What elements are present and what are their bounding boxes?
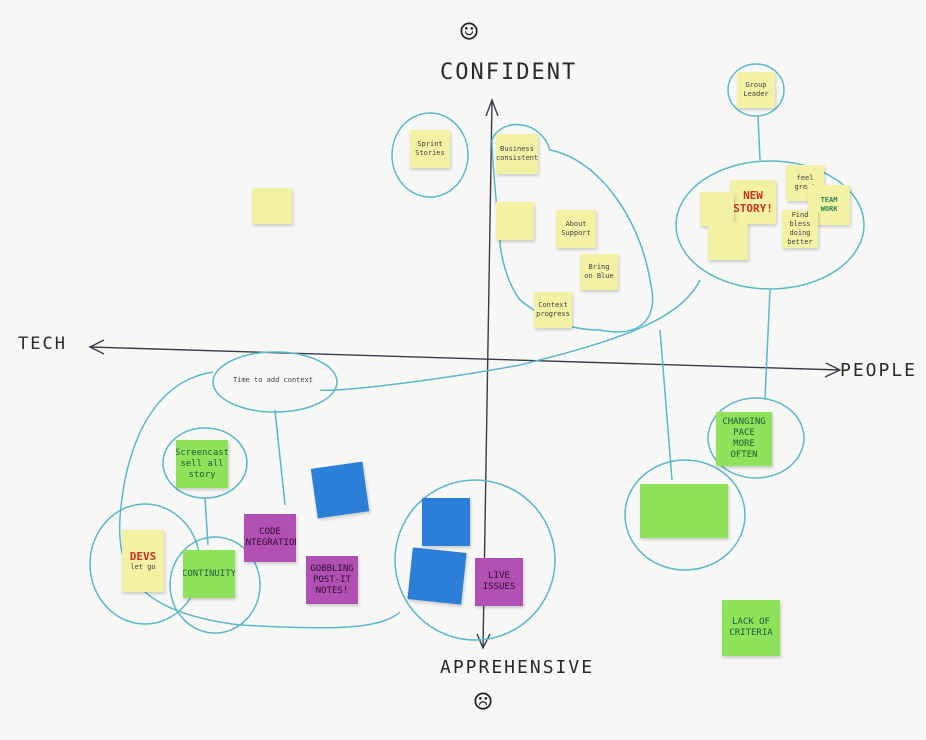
note-text: feel great xyxy=(794,174,816,191)
note-text: Time to add context xyxy=(232,375,314,384)
note-context-progress[interactable]: Context progress xyxy=(534,292,572,328)
axis-label-right: PEOPLE xyxy=(840,360,918,381)
note-text: CHANGING PACE MORE OFTEN xyxy=(722,417,766,460)
link-context-code xyxy=(274,409,286,506)
link-leader-people xyxy=(757,115,761,161)
happy-face-icon: ☺ xyxy=(460,15,479,50)
note-text: Bring on Blue xyxy=(584,263,614,280)
note-people-bottom[interactable] xyxy=(708,222,748,260)
note-text: CONTINUITY xyxy=(183,568,235,579)
note-subtitle: let go xyxy=(130,563,156,571)
grouping-lines xyxy=(89,63,865,641)
note-team-work[interactable]: TEAM WORK xyxy=(808,185,850,225)
note-text: GOBBLING POST-IT NOTES! xyxy=(310,563,354,596)
cluster-changing-pace xyxy=(707,397,805,479)
cluster-issues xyxy=(394,479,556,641)
link-people-pace xyxy=(764,289,771,399)
note-continuity[interactable]: CONTINUITY xyxy=(183,550,235,598)
note-text: Group Leader xyxy=(743,81,769,98)
link-people-context xyxy=(319,279,701,391)
vertical-axis xyxy=(482,99,493,649)
axes xyxy=(88,98,842,650)
horizontal-axis xyxy=(89,346,841,371)
note-text: CODE INTEGRATION xyxy=(244,527,296,548)
note-blue-2[interactable] xyxy=(422,498,470,546)
note-group-leader[interactable]: Group Leader xyxy=(737,72,775,108)
note-changing-pace[interactable]: CHANGING PACE MORE OFTEN xyxy=(716,412,772,466)
cluster-people xyxy=(675,160,865,290)
axis-label-top: CONFIDENT xyxy=(440,60,578,85)
note-blue-3[interactable] xyxy=(407,547,467,605)
note-text: Screencast sell all story xyxy=(176,447,228,480)
note-gobbling-postit[interactable]: GOBBLING POST-IT NOTES! xyxy=(306,556,358,604)
axis-label-bottom: APPREHENSIVE xyxy=(440,657,595,678)
note-text: LACK OF CRITERIA xyxy=(729,617,773,638)
up-arrowhead xyxy=(485,98,499,117)
note-live-issues[interactable]: LIVE ISSUES xyxy=(475,558,523,606)
cluster-big-green xyxy=(624,459,746,571)
note-text: TEAM WORK xyxy=(820,196,838,213)
note-new-story[interactable]: NEW STORY! xyxy=(730,180,776,224)
note-big-green[interactable] xyxy=(640,484,728,538)
note-business-consistent[interactable]: Business consistent xyxy=(496,134,538,174)
note-text: LIVE ISSUES xyxy=(482,571,516,592)
note-text: NEW STORY! xyxy=(733,189,773,215)
cluster-continuity xyxy=(169,536,261,634)
note-small-yellow-left[interactable] xyxy=(252,188,292,224)
cluster-group-leader xyxy=(727,63,785,117)
note-text: About Support xyxy=(561,220,591,237)
note-text: Find bless doing better xyxy=(787,211,813,246)
note-text: Context progress xyxy=(536,301,570,318)
note-find-bless[interactable]: Find bless doing better xyxy=(782,210,818,248)
note-usage-story[interactable] xyxy=(496,202,534,240)
note-text: Business consistent xyxy=(496,145,538,162)
link-to-green xyxy=(659,329,673,481)
note-people-left[interactable] xyxy=(700,192,734,226)
sad-face-icon: ☹ xyxy=(474,685,493,720)
note-text: Sprint Stories xyxy=(415,140,445,157)
note-blue-1[interactable] xyxy=(310,461,370,519)
note-lack-of-criteria[interactable]: LACK OF CRITERIA xyxy=(722,600,780,656)
note-code-integration[interactable]: CODE INTEGRATION xyxy=(244,514,296,562)
left-arrowhead xyxy=(88,339,105,355)
note-sprint-stories[interactable]: Sprint Stories xyxy=(410,130,450,168)
note-screencast[interactable]: Screencast sell all story xyxy=(176,440,228,488)
cluster-sprint xyxy=(391,112,469,198)
note-time-context[interactable]: Time to add context xyxy=(228,362,318,398)
note-bring-on-blue[interactable]: Bring on Blue xyxy=(580,254,618,290)
right-arrowhead xyxy=(824,362,842,378)
axis-label-left: TECH xyxy=(18,334,67,354)
note-about-support[interactable]: About Support xyxy=(556,210,596,248)
note-title: DEVS xyxy=(129,550,157,563)
